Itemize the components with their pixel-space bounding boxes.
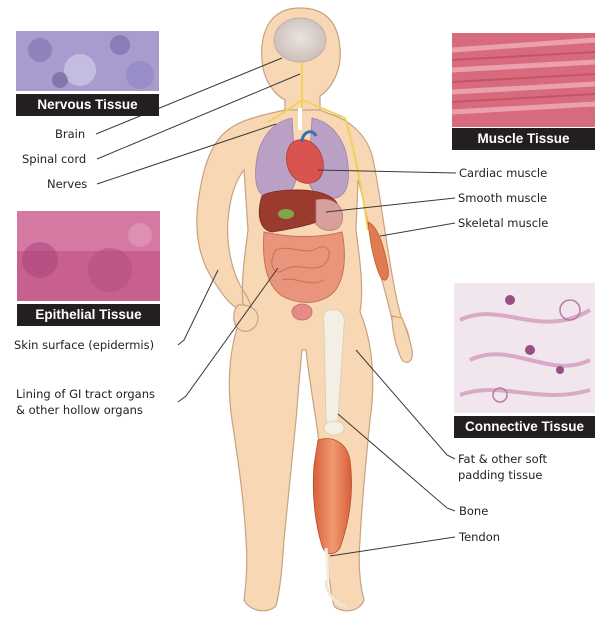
label-skeletal-muscle: Skeletal muscle	[458, 216, 549, 230]
brain-organ	[273, 17, 327, 63]
connective-tissue-title: Connective Tissue	[454, 416, 595, 438]
label-tendon: Tendon	[459, 530, 501, 544]
label-spinal-cord: Spinal cord	[22, 152, 87, 166]
stomach-organ	[315, 198, 344, 231]
label-skin-surface: Skin surface (epidermis)	[14, 338, 155, 352]
label-fat-line2: padding tissue	[458, 468, 543, 482]
label-gi-lining-line1: Lining of GI tract organs	[16, 387, 155, 401]
epithelial-tissue-title: Epithelial Tissue	[17, 304, 160, 326]
label-fat-line1: Fat & other soft	[458, 452, 548, 466]
nervous-tissue-title: Nervous Tissue	[16, 94, 159, 116]
label-gi-lining-line2: & other hollow organs	[16, 403, 143, 417]
connective-tissue-image	[454, 283, 595, 413]
gallbladder-organ	[278, 209, 294, 219]
label-bone: Bone	[459, 504, 489, 518]
bladder-organ	[291, 303, 313, 321]
leader-lines	[95, 57, 457, 557]
label-cardiac-muscle: Cardiac muscle	[459, 166, 548, 180]
label-nerves: Nerves	[47, 177, 88, 191]
muscle-tissue-image	[451, 33, 596, 127]
label-brain: Brain	[55, 127, 86, 141]
label-smooth-muscle: Smooth muscle	[458, 191, 548, 205]
heart-organ	[286, 139, 324, 184]
epithelial-tissue-image	[17, 211, 160, 301]
nervous-tissue-image	[16, 31, 159, 91]
leg-bones	[322, 309, 345, 436]
lower-leg-muscle	[312, 438, 352, 555]
aorta-vessel	[300, 130, 318, 143]
tendon-structure	[324, 547, 330, 581]
forearm-muscle	[367, 221, 389, 281]
muscle-tissue-title: Muscle Tissue	[452, 128, 595, 150]
foot-bones	[324, 579, 347, 608]
